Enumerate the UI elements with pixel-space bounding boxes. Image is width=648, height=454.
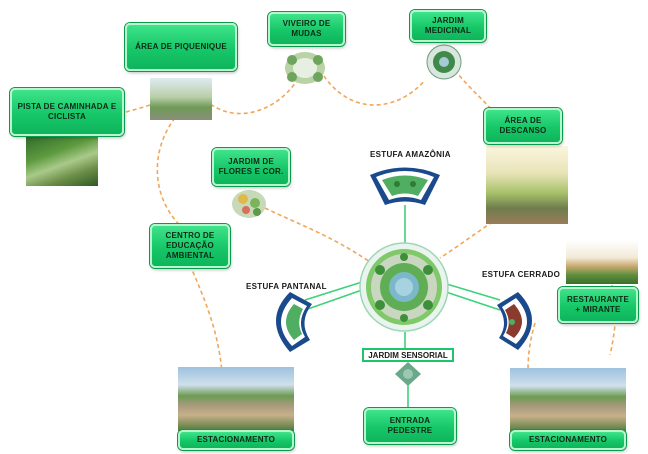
jardim-flores-shape <box>232 190 266 218</box>
jardim-medicinal-shape <box>426 44 462 80</box>
path-picnic-to-education <box>156 117 186 231</box>
box-viveiro-mudas: VIVEIRO DE MUDAS <box>268 12 345 46</box>
path-education-to-parking <box>189 264 223 373</box>
path-medicinal-to-rest <box>454 69 501 121</box>
box-estacionamento-left: ESTACIONAMENTO <box>178 430 294 450</box>
path-restaurant-to-parking <box>527 322 536 371</box>
photo-parking-right <box>510 368 626 432</box>
box-restaurante: RESTAURANTE + MIRANTE <box>558 287 638 323</box>
link-center-to-pantanal <box>304 281 363 301</box>
jardim-sensorial-shape <box>395 362 421 386</box>
path-picnic-to-jogging <box>114 104 151 116</box>
central-garden <box>359 242 449 332</box>
estufa-amazonia-shape <box>370 167 440 205</box>
label-jardim-sensorial: JARDIM SENSORIAL <box>362 348 454 362</box>
box-jardim-medicinal: JARDIM MEDICINAL <box>410 10 486 42</box>
label-estufa-cerrado: ESTUFA CERRADO <box>482 270 561 279</box>
photo-rest-area <box>486 146 568 224</box>
box-entrada: ENTRADA PEDESTRE <box>364 408 456 444</box>
link-center-to-cerrado-2 <box>439 289 501 311</box>
photo-parking-left <box>178 367 294 431</box>
path-picnic-to-nursery <box>204 74 301 115</box>
path-nursery-to-medicinal <box>319 69 426 106</box>
box-jardim-flores: JARDIM DE FLORES E COR. <box>212 148 290 186</box>
photo-jogging-track <box>26 136 98 186</box>
label-estufa-pantanal: ESTUFA PANTANAL <box>246 282 327 291</box>
photo-picnic-area <box>150 78 212 120</box>
estufa-cerrado-shape <box>497 292 532 350</box>
estufa-pantanal-shape <box>276 292 312 352</box>
box-centro-educacao: CENTRO DE EDUCAÇÃO AMBIENTAL <box>150 224 230 268</box>
photo-restaurant <box>566 240 638 284</box>
path-flowers-to-center <box>264 207 371 263</box>
box-pista-caminhada: PISTA DE CAMINHADA E CICLISTA <box>10 88 124 136</box>
box-area-piquenique: ÁREA DE PIQUENIQUE <box>125 23 237 71</box>
box-area-descanso: ÁREA DE DESCANSO <box>484 108 562 144</box>
label-estufa-amazonia: ESTUFA AMAZÔNIA <box>370 150 451 159</box>
link-center-to-pantanal-2 <box>304 289 363 311</box>
viveiro-mudas-shape <box>285 52 325 84</box>
box-estacionamento-right: ESTACIONAMENTO <box>510 430 626 450</box>
link-center-to-cerrado <box>439 281 501 301</box>
